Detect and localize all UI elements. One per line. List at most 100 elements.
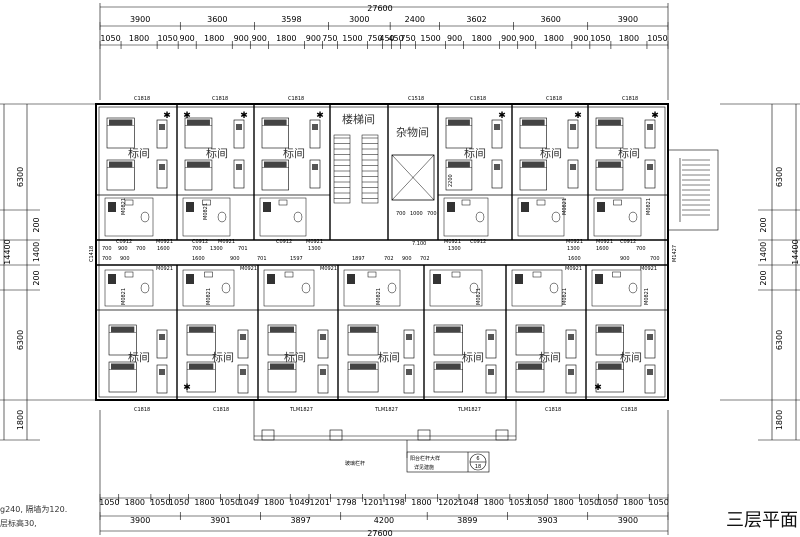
bathroom <box>517 197 565 237</box>
desk <box>156 159 168 189</box>
dim-right-2: 200 <box>759 217 768 232</box>
sink <box>536 199 546 206</box>
shower-tray <box>597 202 605 212</box>
desk <box>567 119 579 149</box>
toilet <box>140 211 150 223</box>
shower-tray <box>433 274 441 284</box>
shower-tray <box>267 274 275 284</box>
bathroom <box>429 269 483 307</box>
bed <box>595 117 624 149</box>
bed-pillow <box>111 326 135 333</box>
bed <box>108 324 137 356</box>
bathroom <box>443 197 489 237</box>
door-label-bottom-c: M0921 <box>320 266 337 272</box>
top-detail-dim-label: 900 <box>447 34 462 43</box>
door-label-bottom-e: M0921 <box>640 266 657 272</box>
bed-pillow <box>264 161 287 168</box>
window-label-c0912-4: C0912 <box>470 239 486 245</box>
top-detail-dim-label: 1800 <box>276 34 296 43</box>
bed <box>106 159 135 191</box>
window-label-c0912-5: C0912 <box>620 239 636 245</box>
room-label-bottom-4: 标间 <box>378 350 400 364</box>
top-detail-dim-label: 1050 <box>647 34 667 43</box>
window-label-bottom-7: C1818 <box>621 407 637 413</box>
dim-left-6: 1800 <box>16 410 25 430</box>
bed <box>595 361 624 393</box>
dim-left-2: 200 <box>32 217 41 232</box>
bed-pillow <box>109 119 133 126</box>
bed-pillow <box>350 363 377 370</box>
window-label-bottom-2: C1818 <box>213 407 229 413</box>
bottom-detail-dim-label: 1053 <box>509 498 529 507</box>
top-detail-dim-label: 1800 <box>204 34 224 43</box>
sink <box>124 271 134 278</box>
window-label-bottom-1: C1818 <box>134 407 150 413</box>
dim-label-2200: 2200 <box>448 174 454 187</box>
top-bay-dim-label: 3600 <box>541 15 561 24</box>
desk <box>567 159 579 189</box>
bottom-detail-dim-label: 1800 <box>194 498 214 507</box>
bed-pillow <box>598 363 622 370</box>
room-label-top-1: 标间 <box>128 146 150 160</box>
bottom-detail-dim-label: 1800 <box>623 498 643 507</box>
toilet <box>628 211 638 223</box>
glass-rail-label: 玻璃栏杆 <box>345 460 365 467</box>
corr-dim-23: 1600 <box>568 256 581 262</box>
bottom-bay-dim-label: 3897 <box>290 516 310 525</box>
bottom-detail-dim-label: 1800 <box>411 498 431 507</box>
stair-left <box>333 134 379 204</box>
room-label-top-3: 标间 <box>283 146 305 160</box>
desk <box>403 364 415 394</box>
dim-left-1: 6300 <box>16 167 25 187</box>
door-label-top-2: M0921 <box>218 239 235 245</box>
desk <box>491 159 503 189</box>
desk <box>403 329 415 359</box>
window-label-c0912-3: C0912 <box>276 239 292 245</box>
door-label-m0821-5: M0821 <box>121 288 127 305</box>
door-label-top-3: M0921 <box>306 239 323 245</box>
desk <box>317 329 329 359</box>
corr-dim-24: 900 <box>620 256 630 262</box>
sink <box>202 199 211 206</box>
bottom-detail-dim-label: 1050 <box>528 498 548 507</box>
sink <box>367 271 377 278</box>
exhaust-fan-icon: ✱ <box>594 383 602 393</box>
top-detail-dim-label: 1050 <box>590 34 610 43</box>
desk-item <box>240 369 246 375</box>
bed-pillow <box>448 161 470 168</box>
bed <box>186 324 216 356</box>
desk <box>156 329 168 359</box>
top-detail-dim-label: 900 <box>234 34 249 43</box>
exhaust-fan-icon: ✱ <box>651 111 659 121</box>
desk <box>317 364 329 394</box>
desk <box>233 159 245 189</box>
detail-tag-sheet: 18 <box>475 464 481 470</box>
bed-pillow <box>598 161 621 168</box>
door-label-m0821-4: M0821 <box>646 198 652 215</box>
bottom-detail-dim-label: 1050 <box>598 498 618 507</box>
bed <box>267 361 297 393</box>
furniture: ✱✱✱✱✱✱✱✱✱ <box>104 111 659 394</box>
bed <box>515 361 545 393</box>
toilet <box>551 211 561 223</box>
bed <box>186 361 216 393</box>
desk-item <box>494 124 500 130</box>
top-detail-dim-label: 900 <box>501 34 516 43</box>
top-detail-dim-label: 750 <box>322 34 337 43</box>
toilet <box>475 211 485 223</box>
bed-pillow <box>189 363 214 370</box>
top-detail-dim-label: 1800 <box>619 34 639 43</box>
sink <box>532 271 542 278</box>
bottom-bay-dim-label: 4200 <box>374 516 394 525</box>
bed-pillow <box>187 119 210 126</box>
stair-flight-a <box>333 134 351 204</box>
corr-dim-1: 700 <box>102 246 112 252</box>
bottom-detail-dim-label: 1050 <box>220 498 240 507</box>
sink <box>124 199 134 206</box>
door-label-top-1: M0921 <box>156 239 173 245</box>
desk-item <box>236 124 242 130</box>
shower-tray <box>108 274 116 284</box>
sink <box>204 271 213 278</box>
bottom-detail-dim-label: 1050 <box>169 498 189 507</box>
room-labels: 标间 标间 标间 楼梯间 杂物间 标间 标间 标间 标间 标间 标间 标间 标间… <box>128 112 642 364</box>
